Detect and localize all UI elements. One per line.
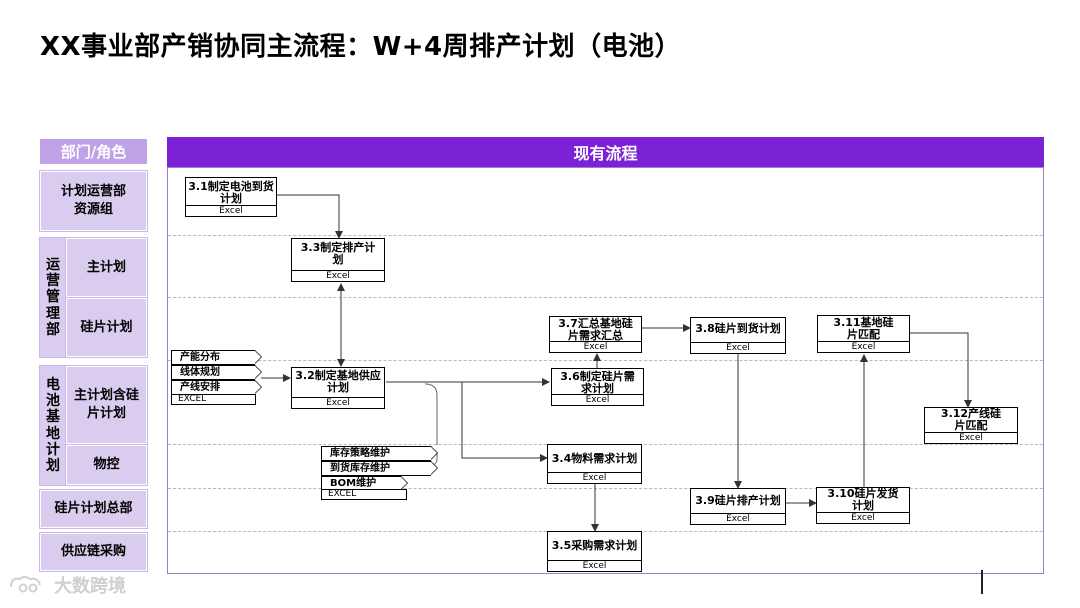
process-3-2-tool: Excel: [292, 397, 384, 408]
role-wafer-hq-label: 硅片计划总部: [54, 501, 133, 517]
role-plan-ops: 计划运营部资源组: [39, 170, 148, 232]
role-wafer-hq: 硅片计划总部: [39, 489, 148, 529]
process-3-3[interactable]: 3.3制定排产计划 Excel: [291, 238, 385, 282]
process-3-8[interactable]: 3.8硅片到货计划 Excel: [690, 317, 786, 354]
lane-divider: [168, 488, 1043, 489]
process-3-7-tool: Excel: [550, 341, 641, 352]
process-3-4-tool: Excel: [548, 472, 641, 483]
role-plan-ops-label: 计划运营部资源组: [60, 184, 126, 217]
process-3-10[interactable]: 3.10硅片发货计划 Excel: [816, 487, 910, 524]
process-3-6-tool: Excel: [552, 394, 643, 405]
vertical-char: 划: [46, 457, 60, 474]
process-3-12-title: 3.12产线硅片匹配: [940, 407, 1002, 432]
process-3-9[interactable]: 3.9硅片排产计划 Excel: [690, 488, 786, 525]
process-3-5[interactable]: 3.5采购需求计划 Excel: [547, 531, 642, 572]
process-3-1-title: 3.1制定电池到货计划: [188, 180, 274, 205]
flow-area: [167, 167, 1044, 574]
page-title: XX事业部产销协同主流程：W+4周排产计划（电池）: [40, 32, 682, 62]
process-3-8-title: 3.8硅片到货计划: [695, 322, 781, 335]
process-3-8-tool: Excel: [691, 342, 785, 353]
inputs-b-tool: EXCEL: [321, 489, 407, 500]
role-group-ops-mgmt-label: 运营管理部: [46, 257, 60, 337]
process-3-7-title: 3.7汇总基地硅片需求汇总: [558, 317, 633, 342]
role-master-plan: 主计划: [65, 237, 148, 298]
process-3-7[interactable]: 3.7汇总基地硅片需求汇总 Excel: [549, 316, 642, 353]
watermark-text: 大数跨境: [54, 576, 126, 597]
process-3-11[interactable]: 3.11基地硅片匹配 Excel: [817, 315, 910, 353]
vertical-char: 部: [46, 321, 60, 338]
input-capacity-distribution: 产能分布: [171, 350, 262, 365]
role-master-plan-with-wafer: 主计划含硅片计划: [65, 365, 148, 445]
process-3-3-tool: Excel: [292, 270, 384, 281]
flow-header: 现有流程: [167, 137, 1044, 167]
process-3-4-title: 3.4物料需求计划: [551, 452, 638, 465]
vertical-char: 电: [46, 377, 60, 394]
process-3-2[interactable]: 3.2制定基地供应计划 Excel: [291, 367, 385, 409]
role-supply-chain-label: 供应链采购: [60, 544, 126, 560]
role-column-header: 部门/角色: [40, 139, 147, 164]
watermark: 大数跨境: [8, 572, 126, 598]
process-3-5-tool: Excel: [548, 560, 641, 571]
vertical-char: 理: [46, 305, 60, 322]
text-cursor: [981, 570, 983, 594]
vertical-char: 基: [46, 409, 60, 426]
input-line-planning: 线体规划: [171, 365, 262, 380]
process-3-3-title: 3.3制定排产计划: [300, 241, 376, 266]
process-3-11-title: 3.11基地硅片匹配: [833, 316, 894, 341]
process-3-10-tool: Excel: [817, 512, 909, 523]
lane-divider: [168, 360, 1043, 361]
vertical-char: 运: [46, 257, 60, 274]
process-3-10-title: 3.10硅片发货计划: [827, 487, 899, 512]
process-3-11-tool: Excel: [818, 341, 909, 352]
process-3-5-title: 3.5采购需求计划: [551, 539, 638, 552]
vertical-char: 池: [46, 393, 60, 410]
process-3-4[interactable]: 3.4物料需求计划 Excel: [547, 444, 642, 484]
process-3-12[interactable]: 3.12产线硅片匹配 Excel: [924, 407, 1018, 444]
process-3-12-tool: Excel: [925, 432, 1017, 443]
role-wafer-plan-label: 硅片计划: [80, 319, 133, 335]
vertical-char: 营: [46, 273, 60, 290]
role-master-plan-label: 主计划: [86, 259, 126, 275]
process-3-1[interactable]: 3.1制定电池到货计划 Excel: [185, 177, 277, 217]
lane-divider: [168, 297, 1043, 298]
process-3-6[interactable]: 3.6制定硅片需求计划 Excel: [551, 368, 644, 406]
vertical-char: 管: [46, 289, 60, 306]
role-group-battery-base-label: 电池基地计划: [46, 377, 60, 474]
watermark-logo-icon: [10, 576, 41, 593]
input-line-arrangement: 产线安排: [171, 380, 262, 395]
role-wafer-plan: 硅片计划: [65, 297, 148, 358]
role-material-control: 物控: [65, 444, 148, 486]
role-group-ops-mgmt: 运营管理部: [39, 237, 67, 358]
vertical-char: 地: [46, 425, 60, 442]
inputs-a-tool: EXCEL: [171, 394, 256, 405]
input-arrival-inventory: 到货库存维护: [321, 461, 438, 476]
role-master-plan-with-wafer-label: 主计划含硅片计划: [73, 388, 139, 421]
lane-divider: [168, 235, 1043, 236]
process-3-9-tool: Excel: [691, 513, 785, 524]
role-group-battery-base: 电池基地计划: [39, 365, 67, 486]
role-material-control-label: 物控: [93, 457, 120, 473]
role-supply-chain: 供应链采购: [39, 532, 148, 572]
process-3-6-title: 3.6制定硅片需求计划: [560, 370, 635, 395]
process-3-2-title: 3.2制定基地供应计划: [295, 369, 381, 394]
vertical-char: 计: [46, 441, 60, 458]
process-3-9-title: 3.9硅片排产计划: [695, 494, 781, 507]
process-3-1-tool: Excel: [186, 205, 276, 216]
input-inventory-strategy: 库存策略维护: [321, 446, 438, 461]
